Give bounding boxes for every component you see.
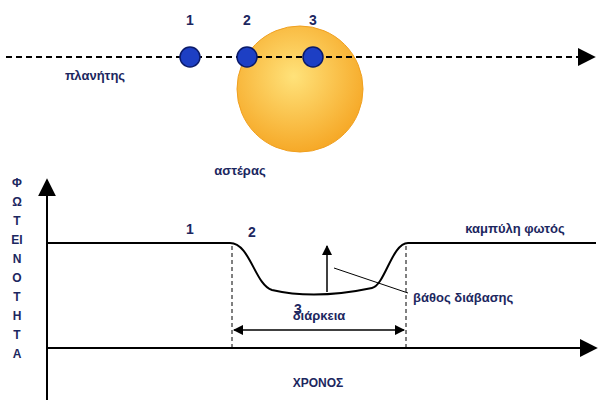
duration-arrow	[234, 329, 404, 331]
star-label: αστέρας	[214, 163, 265, 179]
x-axis	[47, 347, 596, 349]
light-curve	[47, 243, 596, 295]
planet-dot	[303, 47, 323, 67]
callout-number: 3	[309, 12, 317, 29]
callout-number: 1	[186, 12, 194, 29]
curve-label: καμπύλη φωτός	[465, 221, 565, 237]
leader-line	[334, 268, 408, 293]
depth-arrow	[326, 246, 328, 292]
planet-orbit-line	[6, 56, 594, 58]
planet-label: πλανήτης	[65, 68, 125, 84]
axis-title: ΦΩΤΕΙΝΟΤΗΤΑ	[11, 174, 23, 364]
depth-label: βάθος διάβασης	[413, 290, 513, 306]
duration-label: διάρκεια	[293, 308, 346, 324]
callout-number: 2	[248, 224, 256, 241]
callout-number: 2	[243, 12, 251, 29]
callout-number: 1	[186, 221, 194, 238]
axis-title: ΧΡΟΝΟΣ	[293, 376, 344, 390]
star-disc	[237, 26, 363, 152]
planet-dot	[237, 47, 257, 67]
planet-dot	[180, 47, 200, 67]
y-axis	[46, 180, 48, 400]
duration-guide	[232, 246, 233, 348]
duration-guide	[406, 246, 407, 348]
